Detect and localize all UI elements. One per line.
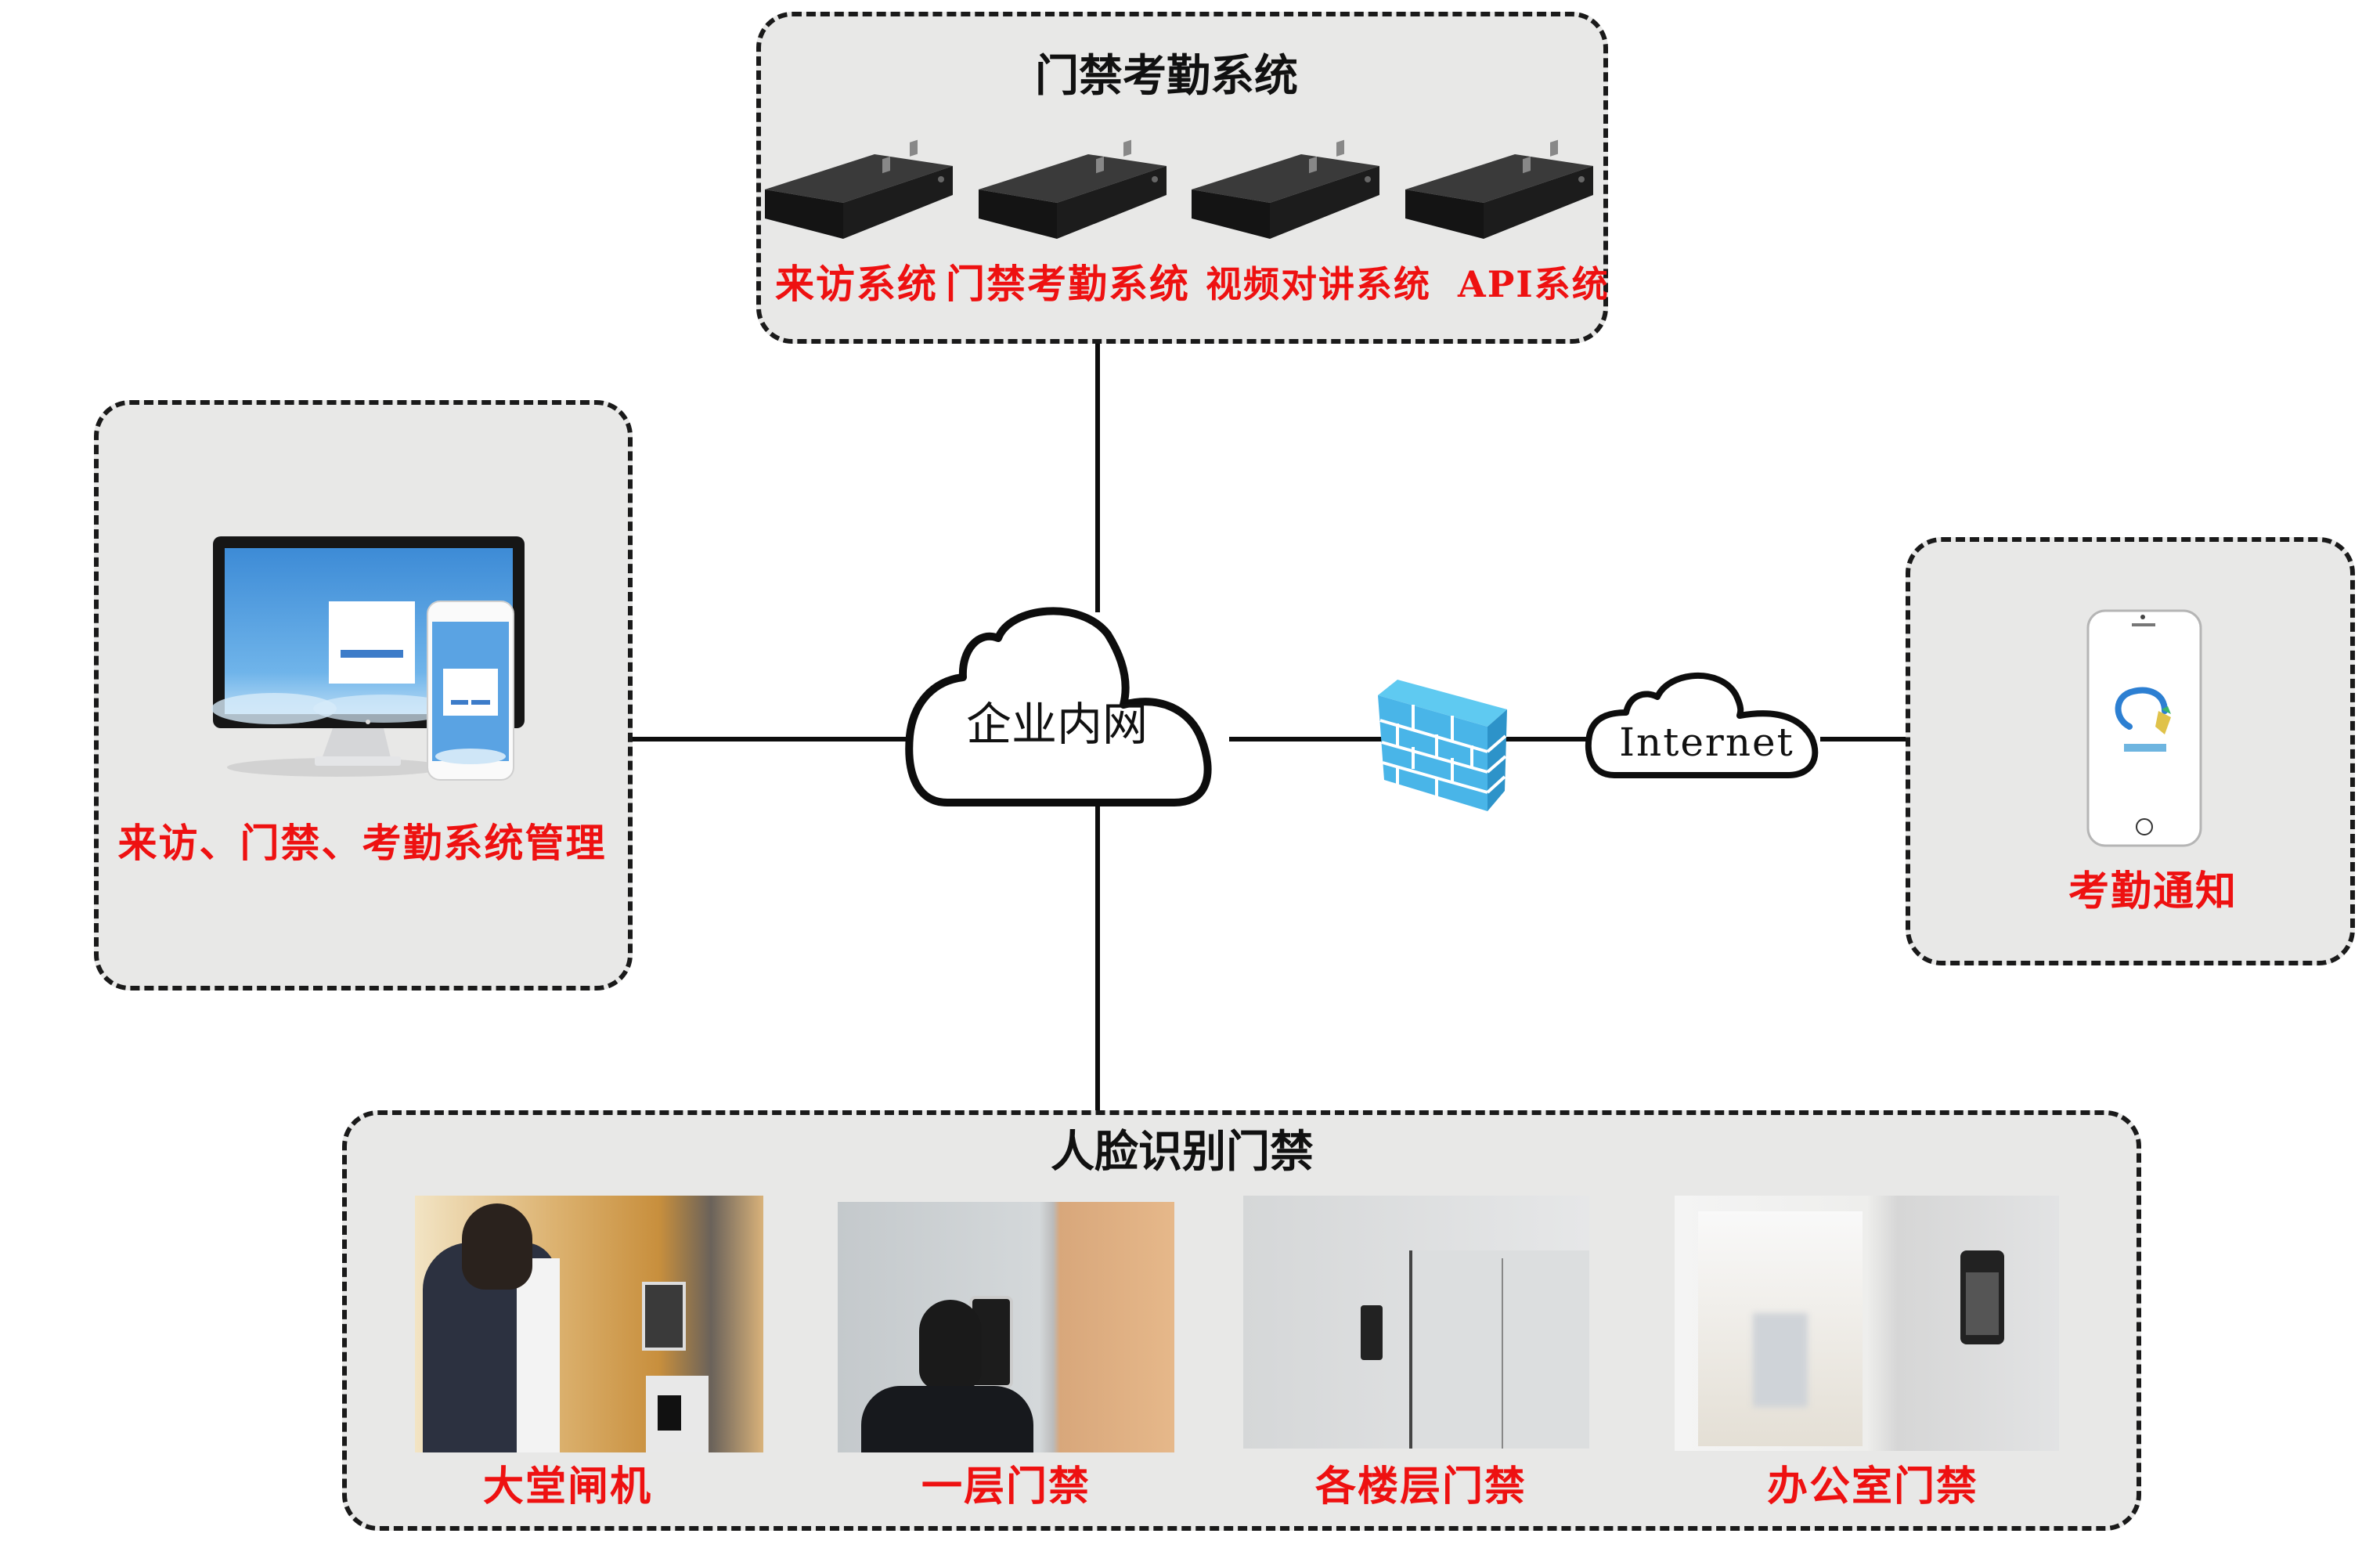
first-floor-access-photo [838,1202,1174,1452]
photo-label-lobby-turnstile: 大堂闸机 [482,1463,652,1510]
connector-internet-right [1820,737,1908,742]
server-icon [1192,139,1379,239]
smartphone-icon [427,601,514,781]
face-recognition-title: 人脸识别门禁 [1051,1126,1314,1178]
access-attendance-system-title: 门禁考勤系统 [1035,50,1298,102]
connector-top-vertical [1095,342,1100,612]
intranet-label: 企业内网 [965,698,1148,751]
device-label-visitor: 来访系统 [775,261,938,307]
connector-bottom-vertical [1095,806,1100,1112]
photo-label-each-floor: 各楼层门禁 [1314,1463,1527,1510]
management-label: 来访、门禁、考勤系统管理 [117,820,607,866]
photo-label-office: 办公室门禁 [1766,1463,1978,1510]
device-label-access-attendance: 门禁考勤系统 [946,261,1190,307]
connector-intranet-firewall [1229,737,1386,742]
firewall-icon [1378,680,1507,811]
attendance-notice-label: 考勤通知 [2068,868,2238,915]
internet-label: Internet [1619,720,1794,765]
device-label-video-intercom: 视频对讲系统 [1206,263,1431,305]
office-access-photo [1675,1196,2059,1451]
server-icon [979,139,1167,239]
device-label-api: API系统 [1458,263,1610,305]
connector-firewall-internet [1499,737,1589,742]
photo-label-first-floor: 一层门禁 [921,1463,1091,1510]
server-icon [1405,139,1593,239]
lobby-turnstile-photo [415,1196,763,1452]
connector-left-horizontal [630,737,912,742]
intranet-cloud-icon [905,607,1212,806]
internet-cloud-icon [1585,673,1819,778]
smartphone-app-icon [2086,609,2202,847]
floor-access-photo [1243,1196,1589,1449]
server-icon [765,139,953,239]
